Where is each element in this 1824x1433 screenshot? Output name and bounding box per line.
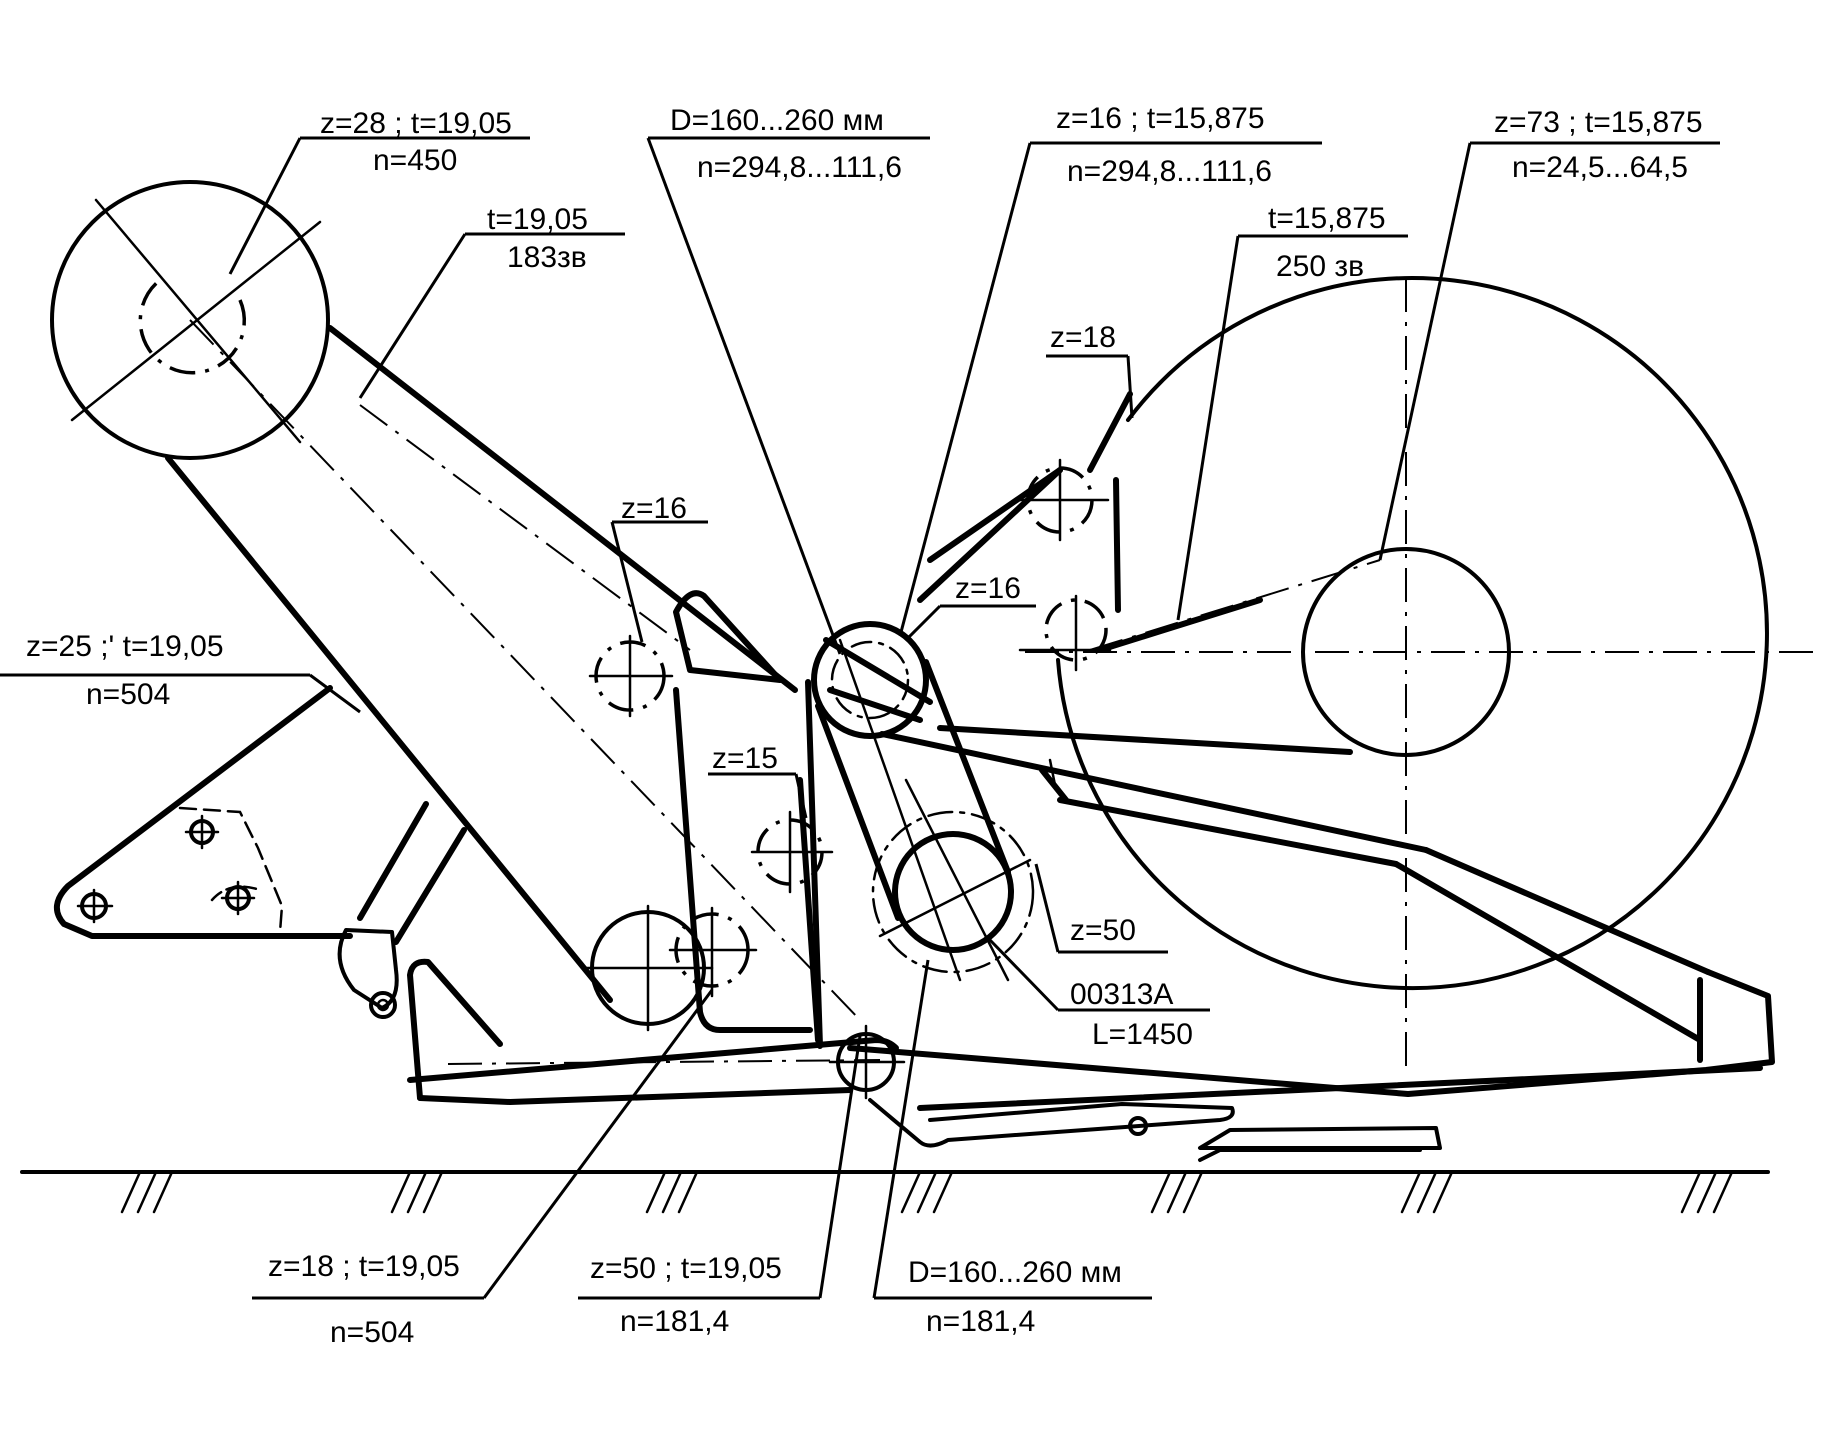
label-d160-top: D=160...260 мм: [670, 104, 884, 137]
label-z15: z=15: [712, 742, 778, 775]
label-n504-left: n=504: [86, 678, 170, 711]
hydraulic-strut: [337, 801, 467, 1019]
inclined-boom: [165, 325, 798, 1003]
label-t15875: t=15,875: [1268, 202, 1386, 235]
small-sprockets: [584, 458, 1112, 1100]
label-z25: z=25 ;' t=19,05: [26, 630, 224, 663]
variator-belt: [811, 621, 1035, 982]
labels: z=28 ; t=19,05 n=450 t=19,05 183зв D=160…: [26, 102, 1703, 1349]
label-z18-upper: z=18: [1050, 321, 1116, 354]
label-d160-bottom: D=160...260 мм: [908, 1256, 1122, 1289]
label-z16-middle: z=16: [955, 572, 1021, 605]
label-n504-bottom: n=504: [330, 1316, 414, 1349]
left-sprocket-wheel: [50, 180, 861, 1021]
label-z16-t15875: z=16 ; t=15,875: [1056, 102, 1265, 135]
ground: [20, 1170, 1770, 1214]
lower-skid: [868, 1098, 1442, 1162]
label-n1814-left: n=181,4: [620, 1305, 729, 1338]
left-frame: [54, 685, 353, 939]
label-n1814-right: n=181,4: [926, 1305, 1035, 1338]
label-n245: n=24,5...64,5: [1512, 151, 1688, 184]
label-z18-bottom: z=18 ; t=19,05: [268, 1250, 460, 1283]
label-n2948-right: n=294,8...111,6: [1067, 155, 1272, 188]
label-z73: z=73 ; t=15,875: [1494, 106, 1703, 139]
label-n2948-top: n=294,8...111,6: [697, 151, 902, 184]
label-00313a: 00313A: [1070, 978, 1173, 1011]
chain-runs: [917, 391, 1381, 792]
leader-lines: [0, 136, 1720, 1300]
label-250zv: 250 зв: [1276, 250, 1364, 283]
label-z16-left: z=16: [621, 492, 687, 525]
label-z50: z=50: [1070, 914, 1136, 947]
label-n450: n=450: [373, 144, 457, 177]
label-l1450: L=1450: [1092, 1018, 1193, 1051]
label-z50-bottom: z=50 ; t=19,05: [590, 1252, 782, 1285]
large-drum: [1025, 276, 1814, 1070]
label-z28: z=28 ; t=19,05: [320, 107, 512, 140]
label-t1905-upper: t=19,05: [487, 203, 588, 236]
label-183zv: 183зв: [507, 241, 587, 274]
